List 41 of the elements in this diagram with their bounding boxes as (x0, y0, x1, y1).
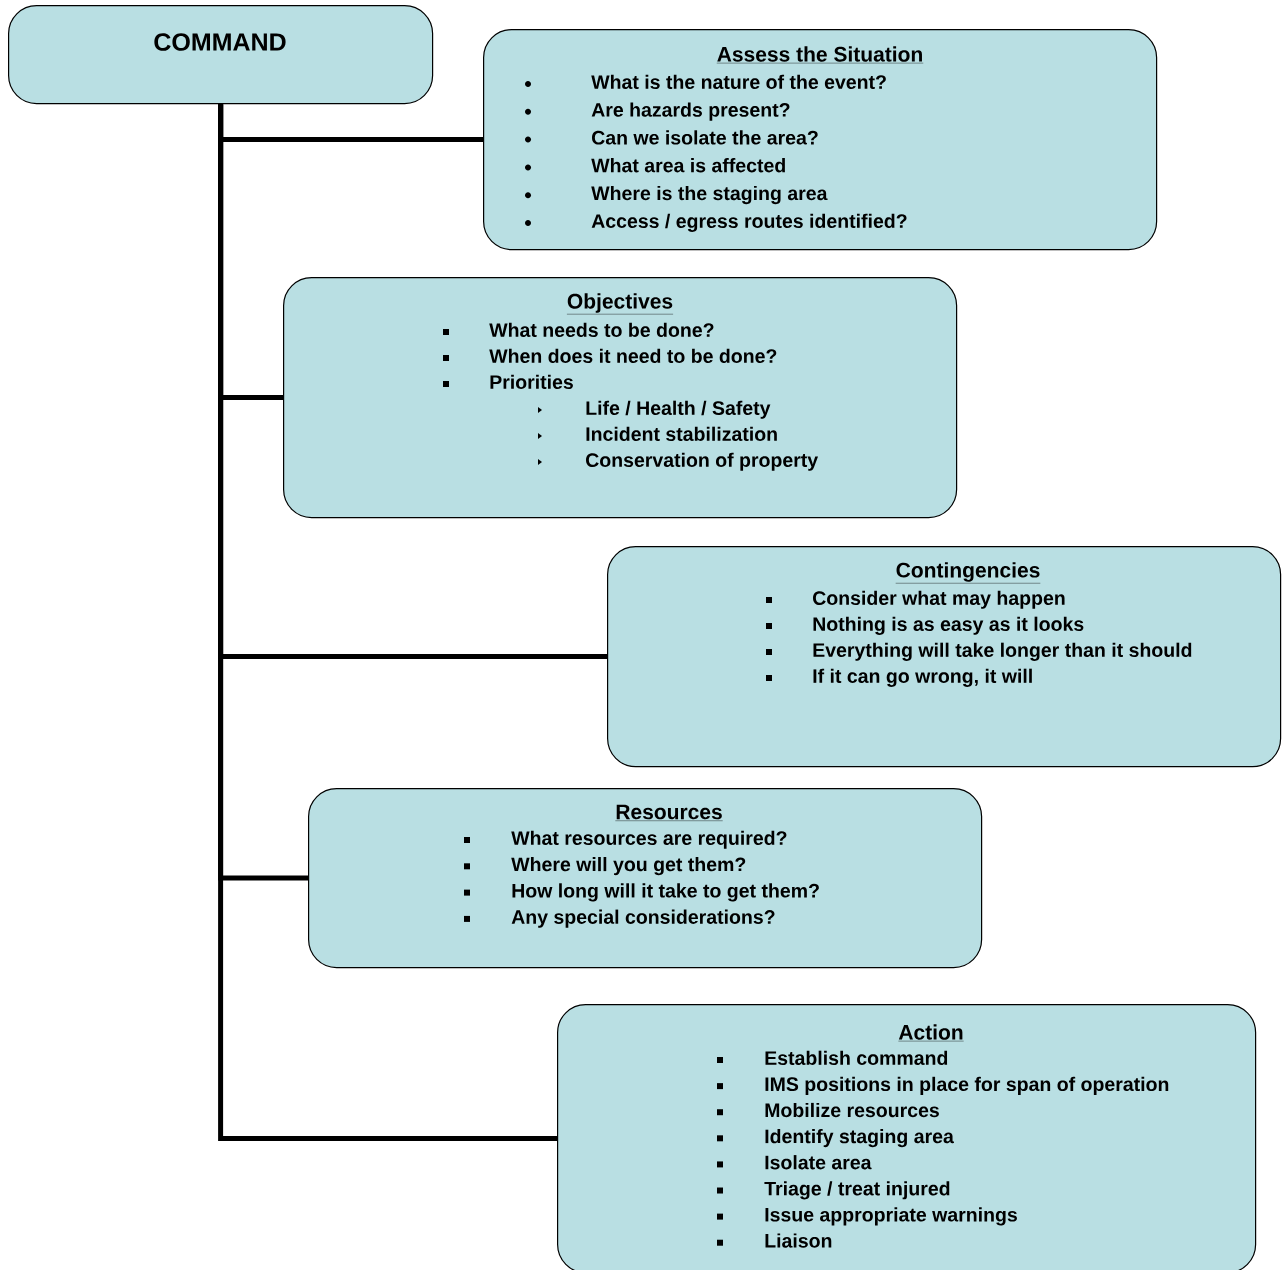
list-item: Where is the staging area (591, 185, 828, 205)
list-item: Nothing is as easy as it looks (813, 616, 1084, 635)
info-box (8, 5, 434, 105)
list-item: Can we isolate the area? (592, 130, 818, 145)
box-heading: Contingencies (895, 562, 1041, 584)
list-item: Any special considerations? (511, 909, 775, 928)
box-heading: Objectives (566, 293, 674, 315)
list-item: When does it need to be done? (489, 348, 777, 363)
box-heading: Assess the Situation (716, 46, 924, 64)
box-title: COMMAND (154, 33, 286, 51)
list-item: Identify staging area (765, 1129, 954, 1148)
list-item: IMS positions in place for span of operation (765, 1076, 1169, 1095)
list-item: Conservation of property (586, 452, 819, 471)
list-item: Where will you get them? (511, 857, 746, 876)
list-item: Access / egress routes identified? (591, 213, 907, 232)
box-heading: Resources (615, 804, 723, 821)
list-item: Establish command (765, 1050, 948, 1065)
list-item: Everything will take longer than it should (813, 642, 1192, 661)
list-item: Life / Health / Safety (586, 400, 771, 419)
list-item: What area is affected (591, 158, 785, 173)
list-item: Consider what may happen (813, 590, 1065, 609)
list-item: Priorities (490, 374, 573, 389)
box-heading: Action (898, 1024, 964, 1042)
list-item: Issue appropriate warnings (765, 1207, 1017, 1226)
list-item: What needs to be done? (489, 322, 714, 337)
list-item: Triage / treat injured (764, 1181, 950, 1200)
info-box (308, 788, 983, 969)
info-box (483, 29, 1158, 251)
info-box (283, 277, 958, 519)
list-item: Are hazards present? (591, 102, 790, 121)
list-item: Mobilize resources (765, 1102, 939, 1118)
info-box (607, 546, 1282, 768)
info-box (557, 1004, 1257, 1270)
list-item: Incident stabilization (586, 426, 777, 441)
list-item: What is the nature of the event? (591, 74, 886, 89)
list-item: If it can go wrong, it will (813, 668, 1032, 687)
list-item: Isolate area (765, 1155, 872, 1170)
list-item: What resources are required? (511, 830, 787, 849)
connector-line (218, 104, 557, 1142)
list-item: Liaison (765, 1233, 832, 1248)
list-item: How long will it take to get them? (512, 883, 819, 902)
